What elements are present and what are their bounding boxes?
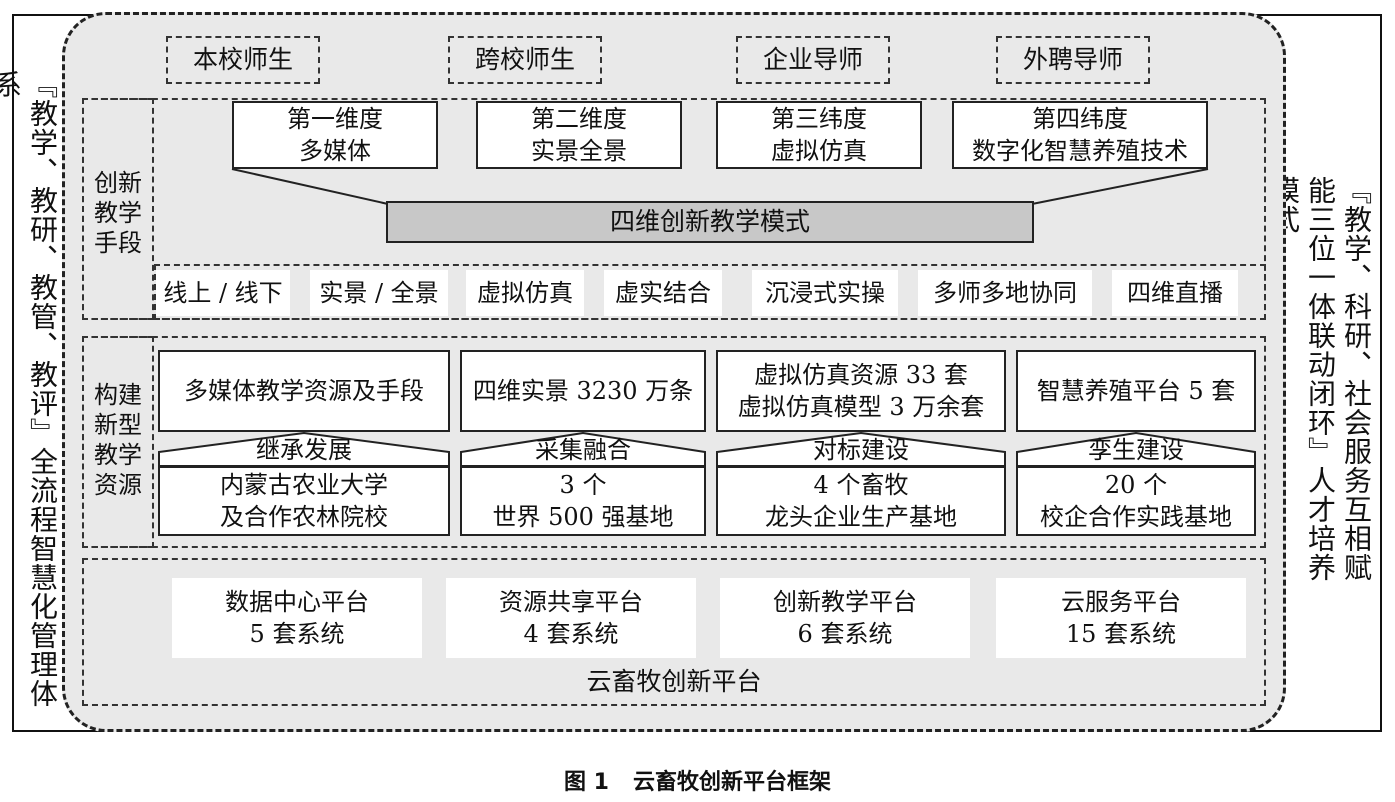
dimension-box: 第三纬度 虚拟仿真 [716, 101, 922, 169]
method-label: 实景 / 全景 [319, 279, 439, 307]
method-label: 虚实结合 [615, 279, 711, 307]
model-bar: 四维创新教学模式 [386, 201, 1034, 243]
base-box: 内蒙古农业大学 及合作农林院校 [158, 466, 450, 536]
base-line: 校企合作实践基地 [1040, 503, 1232, 531]
resource-line: 虚拟仿真资源 33 套 [754, 361, 968, 389]
action-text: 对标建设 [813, 436, 909, 464]
left-side-text: 『教学、教研、教管、教评』全流程智慧化管理体系 [0, 70, 59, 708]
participant-label: 本校师生 [192, 45, 293, 74]
dimension-name: 数字化智慧养殖技术 [972, 137, 1188, 165]
method-item: 虚实结合 [604, 270, 722, 316]
action-label: 孪生建设 [1016, 434, 1256, 466]
label-line: 教学 [94, 199, 142, 227]
label-line: 创新 [94, 169, 142, 197]
base-line: 4 个畜牧 [813, 471, 909, 499]
participant-label: 外聘导师 [1022, 45, 1123, 74]
method-label: 虚拟仿真 [477, 279, 573, 307]
dimension-box: 第一维度 多媒体 [232, 101, 438, 169]
base-box: 4 个畜牧 龙头企业生产基地 [716, 466, 1006, 536]
base-box: 3 个 世界 500 强基地 [460, 466, 706, 536]
label-line: 资源 [94, 471, 142, 499]
action-label: 对标建设 [716, 434, 1006, 466]
platform-box: 云服务平台 15 套系统 [996, 578, 1246, 658]
action-label: 采集融合 [460, 434, 706, 466]
resource-line: 多媒体教学资源及手段 [184, 377, 424, 405]
figure-number: 图 1 [564, 770, 609, 795]
participant-box: 跨校师生 [448, 36, 602, 84]
participant-box: 外聘导师 [996, 36, 1150, 84]
method-item: 四维直播 [1112, 270, 1238, 316]
method-label: 多师多地协同 [933, 279, 1077, 307]
platform-name: 资源共享平台 [499, 588, 643, 616]
resource-line: 四维实景 3230 万条 [472, 377, 694, 405]
resource-line: 虚拟仿真模型 3 万余套 [737, 393, 985, 421]
method-label: 沉浸式实操 [765, 279, 885, 307]
platform-systems: 4 套系统 [523, 620, 619, 648]
method-label: 线上 / 线下 [163, 279, 283, 307]
method-item: 沉浸式实操 [752, 270, 898, 316]
section-cloud-platform [82, 558, 1266, 706]
base-line: 3 个 [559, 471, 607, 499]
resource-box: 四维实景 3230 万条 [460, 350, 706, 432]
participant-label: 企业导师 [762, 45, 863, 74]
dimension-title: 第一维度 [287, 105, 383, 133]
platform-systems: 6 套系统 [797, 620, 893, 648]
platform-systems: 5 套系统 [249, 620, 345, 648]
platform-name: 数据中心平台 [225, 588, 369, 616]
dimension-box: 第四纬度 数字化智慧养殖技术 [952, 101, 1208, 169]
resource-box: 虚拟仿真资源 33 套 虚拟仿真模型 3 万余套 [716, 350, 1006, 432]
base-line: 内蒙古农业大学 [220, 471, 388, 499]
action-label: 继承发展 [158, 434, 450, 466]
base-box: 20 个 校企合作实践基地 [1016, 466, 1256, 536]
section-label-box [82, 336, 154, 548]
figure-title: 云畜牧创新平台框架 [632, 770, 831, 795]
method-item: 多师多地协同 [918, 270, 1092, 316]
dimension-title: 第二维度 [531, 105, 627, 133]
label-line: 新型 [94, 411, 142, 439]
resource-line: 智慧养殖平台 5 套 [1036, 377, 1236, 405]
platform-title-text: 云畜牧创新平台 [586, 667, 762, 696]
action-text: 孪生建设 [1088, 436, 1184, 464]
participant-box: 本校师生 [166, 36, 320, 84]
dimension-box: 第二维度 实景全景 [476, 101, 682, 169]
participant-box: 企业导师 [736, 36, 890, 84]
method-item: 实景 / 全景 [310, 270, 448, 316]
dimension-name: 多媒体 [299, 137, 371, 165]
dimension-name: 实景全景 [531, 137, 627, 165]
platform-box: 资源共享平台 4 套系统 [446, 578, 696, 658]
base-line: 20 个 [1104, 471, 1168, 499]
method-item: 线上 / 线下 [156, 270, 290, 316]
action-text: 继承发展 [256, 436, 352, 464]
figure-caption: 图 1 云畜牧创新平台框架 [0, 764, 1395, 796]
platform-name: 创新教学平台 [773, 588, 917, 616]
methods-row [154, 264, 1266, 320]
label-line: 教学 [94, 441, 142, 469]
base-line: 及合作农林院校 [220, 503, 388, 531]
section-label: 构建 新型 教学 资源 [82, 380, 154, 500]
platform-box: 数据中心平台 5 套系统 [172, 578, 422, 658]
base-line: 世界 500 强基地 [492, 503, 674, 531]
dimension-name: 虚拟仿真 [771, 137, 867, 165]
resource-box: 智慧养殖平台 5 套 [1016, 350, 1256, 432]
model-label: 四维创新教学模式 [609, 207, 810, 236]
label-line: 手段 [94, 229, 142, 257]
method-item: 虚拟仿真 [466, 270, 584, 316]
participant-label: 跨校师生 [474, 45, 575, 74]
dimension-title: 第四纬度 [1032, 105, 1128, 133]
dimension-title: 第三纬度 [771, 105, 867, 133]
resource-box: 多媒体教学资源及手段 [158, 350, 450, 432]
right-side-text: 『教学、科研、社会服务互相赋能三位一体联动闭环』人才培养模式 [1268, 176, 1373, 582]
action-text: 采集融合 [535, 436, 631, 464]
platform-systems: 15 套系统 [1065, 620, 1177, 648]
section-label: 创新 教学 手段 [82, 168, 154, 258]
platform-name: 云服务平台 [1061, 588, 1181, 616]
method-label: 四维直播 [1127, 279, 1223, 307]
platform-title: 云畜牧创新平台 [82, 664, 1266, 700]
section-label-box [82, 98, 154, 320]
platform-box: 创新教学平台 6 套系统 [720, 578, 970, 658]
label-line: 构建 [94, 381, 142, 409]
base-line: 龙头企业生产基地 [765, 503, 957, 531]
